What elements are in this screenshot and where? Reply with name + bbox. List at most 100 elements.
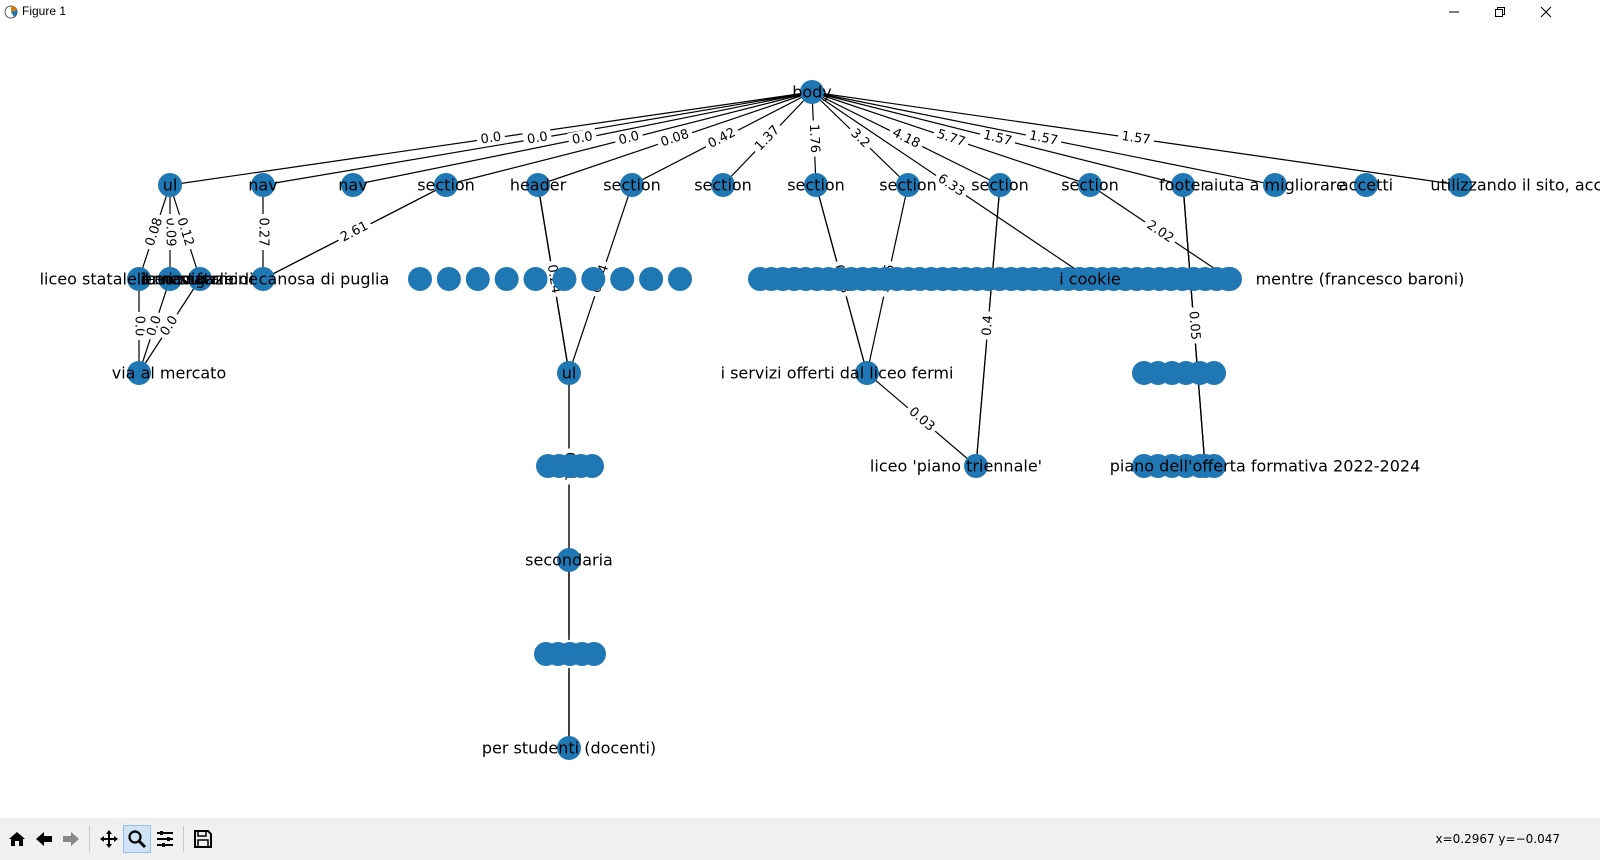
edge-weight-label: 1.57	[1117, 128, 1155, 149]
graph-node	[1448, 173, 1472, 197]
forward-icon	[63, 832, 79, 846]
edge-weight-background	[844, 123, 876, 154]
graph-leaf-node	[668, 267, 692, 291]
back-icon	[36, 832, 52, 846]
graph-node	[127, 267, 151, 291]
edge-weight-text: 0.05	[1185, 310, 1202, 340]
edge-weight-text: 1.57	[1028, 128, 1059, 148]
edge-weight-background	[805, 120, 823, 157]
edge-weight-label: 0.0	[613, 127, 645, 150]
edge-weight-background	[702, 123, 742, 154]
edge-weight-text: 0.0	[526, 129, 549, 147]
graph-node	[1171, 173, 1195, 197]
node-label: liceo statale di canosa di puglia	[137, 270, 390, 289]
graph-node	[1354, 173, 1378, 197]
edge-weight-background	[1117, 128, 1155, 149]
node-label: section	[1061, 176, 1119, 195]
edge-weight-background	[1024, 127, 1063, 150]
node-label: footer	[1159, 176, 1207, 195]
node-label: ul	[163, 176, 178, 195]
edge-weight-background	[931, 125, 971, 152]
navigation-toolbar: x=0.2967 y=−0.047	[0, 818, 1600, 860]
graph-leaf-node	[436, 267, 461, 291]
edge-weight-label: 0.0	[522, 128, 553, 149]
graph-node	[188, 267, 212, 291]
minimize-button[interactable]	[1431, 0, 1477, 24]
graph-node	[557, 548, 581, 572]
edge-weight-background	[931, 168, 971, 203]
graph-leaf-node	[580, 454, 604, 478]
edge-weight-background	[749, 119, 786, 158]
graph-node	[804, 173, 828, 197]
graph-leaf-node	[408, 267, 432, 291]
graph-node	[711, 173, 735, 197]
pan-icon	[100, 830, 118, 848]
edge-weight-text: 0.4	[980, 315, 997, 337]
edge-weight-text: 2.61	[338, 219, 371, 246]
node-label: header	[510, 176, 567, 195]
toolbar-separator	[183, 826, 184, 852]
node-label: mentre (francesco baroni)	[1256, 270, 1465, 289]
restore-button[interactable]	[1477, 0, 1523, 24]
back-button[interactable]	[31, 826, 57, 852]
save-button[interactable]	[190, 826, 216, 852]
node-label: accetti	[1339, 176, 1393, 195]
minimize-icon	[1449, 11, 1459, 13]
graph-leaf-node	[610, 267, 635, 291]
node-label: section	[603, 176, 661, 195]
node-label: section	[879, 176, 937, 195]
edge-weight-label: 0.27	[255, 214, 271, 250]
graph-node	[620, 173, 644, 197]
edge-weight-label: 1.76	[805, 120, 823, 157]
pan-button[interactable]	[96, 826, 122, 852]
edge-weight-label: 0.4	[978, 310, 998, 341]
edge-weight-label: 2.02	[1140, 215, 1180, 249]
node-label: per studenti (docenti)	[482, 739, 656, 758]
subplots-button[interactable]	[152, 826, 178, 852]
edge-weight-text: 1.57	[1121, 129, 1152, 148]
save-icon	[194, 830, 212, 848]
close-button[interactable]	[1523, 0, 1569, 24]
graph-node	[1263, 173, 1287, 197]
edge-weight-label: 0.05	[1184, 306, 1204, 345]
node-label: i cookie	[1059, 270, 1120, 289]
node-label: piano dell'offerta formativa 2022-2024	[1110, 457, 1421, 476]
node-label: ul	[562, 364, 577, 383]
edge-weight-label: 5.77	[931, 125, 971, 152]
home-button[interactable]	[4, 826, 30, 852]
graph-node	[158, 173, 182, 197]
node-label: section	[417, 176, 475, 195]
graph-leaf-node	[639, 267, 664, 291]
node-label: section	[971, 176, 1029, 195]
edge-weight-text: 0.42	[706, 125, 739, 152]
graph-node	[896, 173, 920, 197]
edge-weight-text: 0.0	[132, 316, 147, 337]
graph-node	[341, 173, 365, 197]
restore-icon	[1495, 7, 1505, 17]
zoom-icon	[128, 830, 147, 849]
graph-node	[127, 361, 151, 385]
node-label: la navigazione	[142, 270, 258, 289]
node-label: i servizi offerti dal liceo fermi	[721, 364, 954, 383]
edge-weight-label: 2.61	[334, 216, 375, 248]
edge-weight-label: 0.0	[567, 127, 598, 150]
graph-node	[557, 736, 581, 760]
graph-node	[988, 173, 1012, 197]
edge-weight-background	[141, 212, 168, 252]
edge-weight-text: 0.27	[256, 218, 271, 247]
graph-leaf-node	[494, 267, 519, 291]
edge-weight-background	[155, 309, 184, 343]
graph-leaf-node	[582, 642, 606, 666]
node-label: nav	[338, 176, 367, 195]
forward-button[interactable]	[58, 826, 84, 852]
edge-weight-background	[255, 214, 271, 250]
edge-weight-background	[613, 127, 645, 150]
node-label: section	[694, 176, 752, 195]
graph-node	[251, 267, 275, 291]
edge-weight-background	[978, 126, 1017, 151]
graph-node	[434, 173, 458, 197]
subplots-icon	[157, 831, 173, 847]
edge-weight-background	[567, 127, 598, 150]
zoom-button[interactable]	[123, 825, 151, 853]
